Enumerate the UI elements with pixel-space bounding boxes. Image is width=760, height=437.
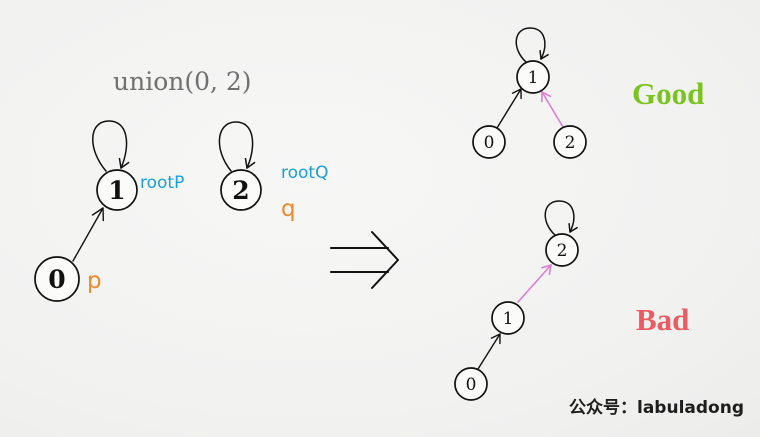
good-graph: 1 0 2 Good <box>472 27 704 159</box>
node-2: 2 <box>220 169 262 211</box>
node-label: 0 <box>484 133 495 153</box>
node-label: 2 <box>232 176 249 205</box>
implies-arrow-icon <box>330 231 399 289</box>
self-loop-arrowhead <box>244 157 256 169</box>
node-circle <box>516 60 550 94</box>
node-circle <box>545 233 579 267</box>
node-1: 1 <box>491 301 525 335</box>
node-2: 2 <box>553 125 587 159</box>
root-q-label: rootQ <box>281 163 328 183</box>
watermark: 公众号：labuladong <box>569 397 744 418</box>
node-label: 0 <box>48 265 65 294</box>
edge-1-to-2-new <box>517 264 552 303</box>
node-label: 1 <box>503 309 514 329</box>
node-circle <box>220 169 262 211</box>
node-label: 0 <box>466 375 477 395</box>
node-circle <box>34 256 80 302</box>
edge-arrowhead <box>490 333 501 345</box>
node-circle <box>454 367 488 401</box>
self-loop-arrowhead <box>568 222 578 233</box>
node-1: 1 <box>96 169 138 211</box>
implies-chevron <box>371 231 399 289</box>
node-circle <box>491 301 525 335</box>
self-loop-node-1 <box>515 27 546 63</box>
edge-arrowhead <box>91 207 105 222</box>
node-1: 1 <box>516 60 550 94</box>
self-loop-arrowhead <box>539 49 549 60</box>
bad-label: Bad <box>636 302 689 337</box>
node-0: 0 <box>34 256 80 302</box>
node-circle <box>96 169 138 211</box>
node-label: 1 <box>108 176 125 205</box>
p-label: p <box>87 268 102 294</box>
node-label: 1 <box>528 68 539 88</box>
edge-arrowhead <box>540 91 552 103</box>
edge-2-to-1-new <box>541 91 564 128</box>
self-loop-node-2 <box>544 200 575 236</box>
edge-arrowhead <box>511 88 522 100</box>
node-0: 0 <box>454 367 488 401</box>
self-loop-node-2 <box>218 121 254 172</box>
self-loop-node-1 <box>92 120 128 172</box>
diagram-title: union(0, 2) <box>113 67 252 96</box>
node-circle <box>553 125 587 159</box>
edge-0-to-1 <box>72 207 104 262</box>
good-label: Good <box>632 76 704 111</box>
edge-arrowhead <box>541 264 552 276</box>
edge-0-to-1 <box>496 88 522 129</box>
before-graph: 1 2 0 rootP rootQ q p <box>34 120 328 302</box>
self-loop-arrowhead <box>118 157 130 169</box>
q-label: q <box>281 196 296 222</box>
root-p-label: rootP <box>140 173 184 193</box>
node-0: 0 <box>472 125 506 159</box>
node-label: 2 <box>565 133 576 153</box>
bad-graph: 2 1 0 Bad <box>454 200 689 401</box>
edge-0-to-1 <box>477 333 501 370</box>
node-circle <box>472 125 506 159</box>
node-2: 2 <box>545 233 579 267</box>
node-label: 2 <box>557 241 568 261</box>
